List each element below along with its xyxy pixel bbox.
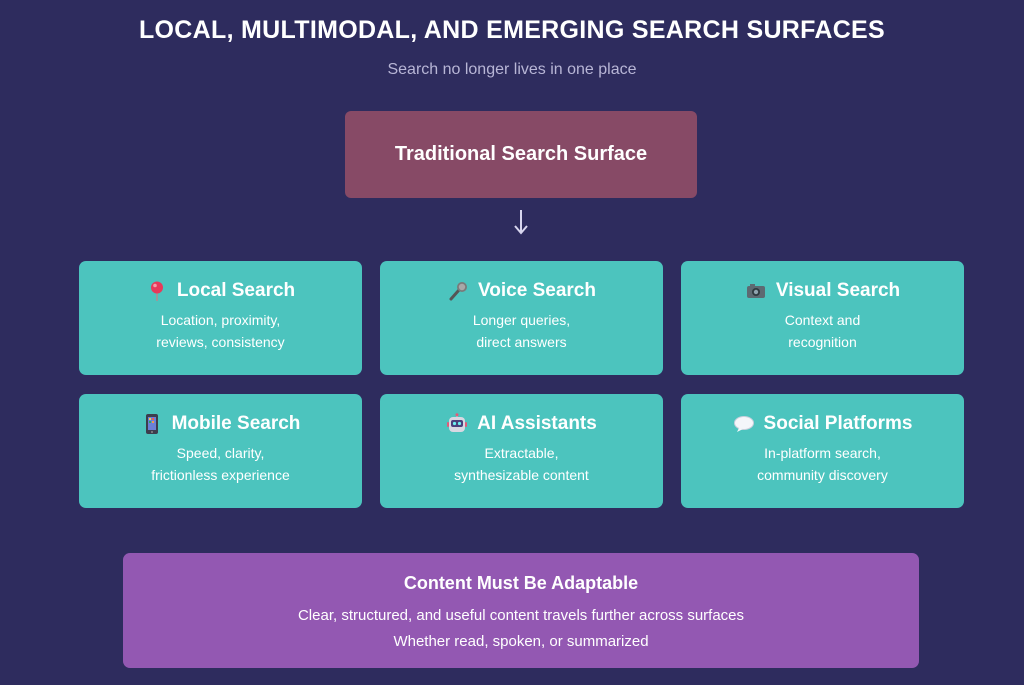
card-desc-line2: recognition [788, 334, 857, 350]
card-desc-line1: Extractable, [484, 445, 559, 461]
adaptable-content-line1: Clear, structured, and useful content tr… [297, 607, 745, 624]
card-desc-line1: Speed, clarity, [176, 445, 265, 461]
down-arrow-icon [514, 210, 528, 235]
card-local-search: Local Search Location, proximity, review… [79, 261, 362, 375]
card-mobile-search: Mobile Search Speed, clarity, frictionle… [79, 394, 362, 508]
card-title: Voice Search [478, 280, 596, 301]
card-visual-search: Visual Search Context and recognition [681, 261, 964, 375]
card-title: AI Assistants [477, 413, 597, 434]
card-title: Visual Search [775, 280, 901, 301]
adaptable-content-line2: Whether read, spoken, or summarized [393, 633, 649, 650]
card-title: Social Platforms [763, 413, 913, 434]
adaptable-content-title: Content Must Be Adaptable [403, 573, 639, 593]
microphone-icon [449, 282, 468, 301]
traditional-search-label: Traditional Search Surface [394, 143, 648, 165]
card-desc-line2: frictionless experience [151, 467, 290, 483]
card-desc-line2: reviews, consistency [156, 334, 285, 350]
card-title: Local Search [176, 280, 296, 301]
page-title: LOCAL, MULTIMODAL, AND EMERGING SEARCH S… [138, 16, 886, 44]
speech-bubble-icon [733, 416, 754, 432]
card-ai-assistants: AI Assistants Extractable, synthesizable… [380, 394, 663, 508]
card-desc-line1: Context and [784, 312, 861, 328]
robot-icon [447, 413, 468, 432]
pin-icon [150, 281, 163, 301]
card-desc-line2: community discovery [757, 467, 888, 483]
card-desc-line1: Longer queries, [472, 312, 571, 328]
card-social-platforms: Social Platforms In-platform search, com… [681, 394, 964, 508]
card-title: Mobile Search [171, 413, 301, 434]
card-desc-line1: In-platform search, [764, 445, 881, 461]
adaptable-content-box: Content Must Be Adaptable Clear, structu… [123, 553, 919, 668]
card-desc-line2: synthesizable content [454, 467, 589, 483]
card-desc-line2: direct answers [476, 334, 567, 350]
card-voice-search: Voice Search Longer queries, direct answ… [380, 261, 663, 375]
page-subtitle: Search no longer lives in one place [387, 61, 637, 78]
card-desc-line1: Location, proximity, [160, 312, 281, 328]
traditional-search-box: Traditional Search Surface [345, 111, 697, 198]
mobile-phone-icon [145, 414, 158, 434]
camera-icon [746, 284, 765, 298]
